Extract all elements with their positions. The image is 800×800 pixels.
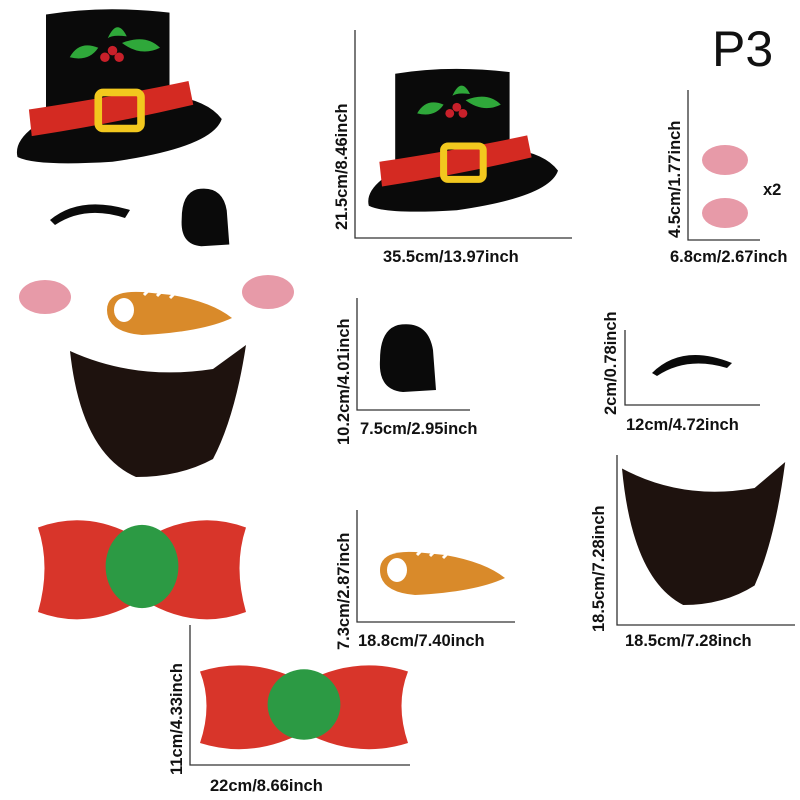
mouth-height: 18.5cm/7.28inch: [590, 505, 608, 632]
eyebrow-height: 2cm/0.78inch: [602, 311, 620, 415]
mouth-illustration: [70, 345, 246, 477]
eye-width: 7.5cm/2.95inch: [360, 420, 477, 438]
hat-piece: [368, 69, 558, 212]
cheek-piece: [702, 198, 748, 228]
dimension-axis: [687, 90, 760, 241]
cheek-width: 6.8cm/2.67inch: [670, 248, 787, 266]
nose-piece: [378, 545, 507, 597]
assembled-face: [17, 9, 294, 620]
dimension-axis: [624, 330, 760, 406]
cheek-quantity: x2: [763, 181, 781, 199]
eye-height: 10.2cm/4.01inch: [335, 318, 353, 445]
bow-illustration: [38, 520, 246, 620]
eyebrow-width: 12cm/4.72inch: [626, 416, 739, 434]
hat-illustration: [17, 9, 222, 163]
cheek-piece: [702, 145, 748, 175]
dimension-axis: [189, 625, 410, 766]
page-badge: P3: [712, 21, 773, 77]
dimension-axis: [356, 298, 470, 411]
eyebrow-illustration: [50, 204, 130, 225]
eye-piece: [379, 324, 436, 392]
cheek-height: 4.5cm/1.77inch: [666, 121, 684, 238]
eye-illustration: [181, 188, 230, 247]
bow-piece: [200, 665, 408, 750]
mouth-piece: [622, 462, 786, 605]
bow-width: 22cm/8.66inch: [210, 777, 323, 795]
dimension-axis: [354, 30, 572, 239]
cheek-illustration: [19, 280, 71, 314]
cheek-illustration: [242, 275, 294, 309]
bow-height: 11cm/4.33inch: [168, 663, 186, 775]
hat-height: 21.5cm/8.46inch: [333, 103, 351, 230]
nose-illustration: [105, 285, 234, 337]
hat-width: 35.5cm/13.97inch: [383, 248, 519, 266]
dimension-axis: [356, 510, 515, 623]
nose-height: 7.3cm/2.87inch: [335, 533, 353, 650]
mouth-width: 18.5cm/7.28inch: [625, 632, 752, 650]
nose-width: 18.8cm/7.40inch: [358, 632, 485, 650]
dimension-axis: [616, 455, 795, 626]
eyebrow-piece: [652, 355, 732, 376]
